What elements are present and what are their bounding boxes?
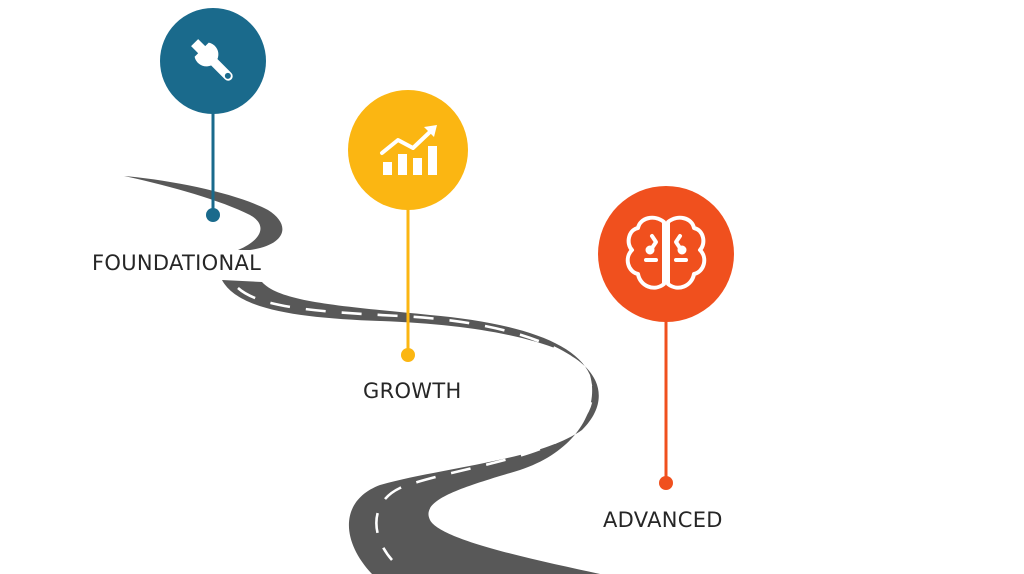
stage-label-foundational: FOUNDATIONAL xyxy=(92,251,262,275)
wrench-icon xyxy=(191,39,233,81)
pin-advanced xyxy=(598,186,734,490)
pin-badge xyxy=(348,90,468,210)
pin-growth xyxy=(348,90,468,362)
growth-chart-icon xyxy=(380,125,437,175)
pin-dot xyxy=(206,208,220,222)
pin-dot xyxy=(659,476,673,490)
pin-dot xyxy=(401,348,415,362)
road-lane-marking xyxy=(237,287,594,561)
road-main-segment xyxy=(222,280,600,574)
brain-icon xyxy=(625,215,707,290)
road-upper-segment xyxy=(124,176,283,250)
stage-label-advanced: ADVANCED xyxy=(603,508,723,532)
pin-foundational xyxy=(160,8,266,222)
stage-label-growth: GROWTH xyxy=(363,379,462,403)
